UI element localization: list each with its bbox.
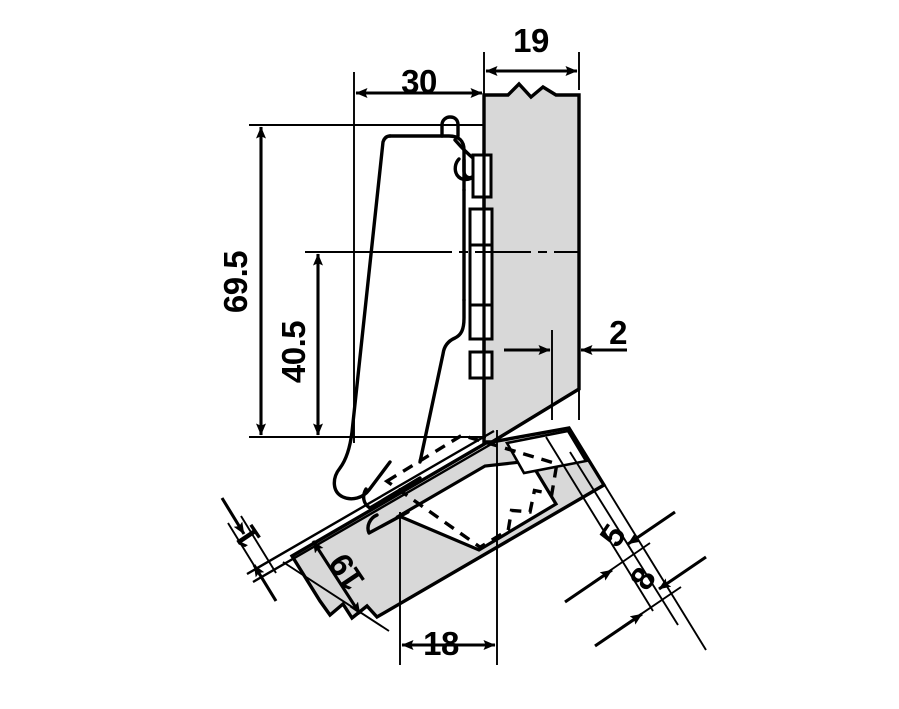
dim-label-69-5: 69.5 (217, 251, 254, 313)
hinge-adjust-knob (440, 115, 460, 138)
hinge-arm-door-bracket (361, 476, 422, 510)
door-face-line-outer (246, 429, 495, 576)
dim-line-19-door (311, 540, 362, 615)
cabinet-side-panel (482, 81, 581, 444)
mounting-plate-seg-mid (468, 243, 494, 307)
mounting-plate-group (468, 153, 494, 380)
ext-line-8-b (603, 483, 707, 651)
mounting-plate-seg-bottom (468, 350, 494, 380)
hinge-cup-hidden-outline (383, 433, 559, 550)
door-face-line-inner (252, 437, 501, 584)
ext-line-5-a (545, 436, 654, 612)
hinge-arm-door-bracket-edge (366, 510, 410, 535)
extension-lines-group (227, 52, 707, 665)
dim-line-8-lead-b (658, 555, 707, 591)
dim-line-5-connector (591, 542, 651, 584)
parts-group (246, 81, 607, 621)
dim-line-5-lead-b (627, 510, 676, 546)
dim-line-1-upper-lead (220, 497, 246, 535)
mounting-plate-seg-top (471, 153, 493, 199)
ext-line-1-b (240, 515, 277, 574)
dim-label-40-5: 40.5 (275, 321, 312, 383)
hinge-cam-hook-inner (462, 158, 474, 180)
dim-label-2: 2 (609, 314, 627, 351)
door-front-relief-slot (504, 429, 589, 475)
dim-label-19-panel: 19 (513, 22, 549, 59)
dim-line-1-lower-lead (252, 564, 278, 602)
dim-label-18: 18 (423, 625, 459, 662)
ext-line-5-b (569, 451, 679, 626)
mounting-plate-seg-upper (468, 207, 494, 247)
dim-label-30: 30 (401, 63, 437, 100)
dimension-lines-group (220, 66, 707, 650)
hinge-arm-lower-body (418, 298, 466, 464)
hinge-arm-profile (332, 134, 392, 501)
hinge-cup-recess (395, 459, 559, 552)
mounting-plate-seg-lower (468, 303, 494, 341)
dim-line-8-connector (621, 586, 682, 628)
